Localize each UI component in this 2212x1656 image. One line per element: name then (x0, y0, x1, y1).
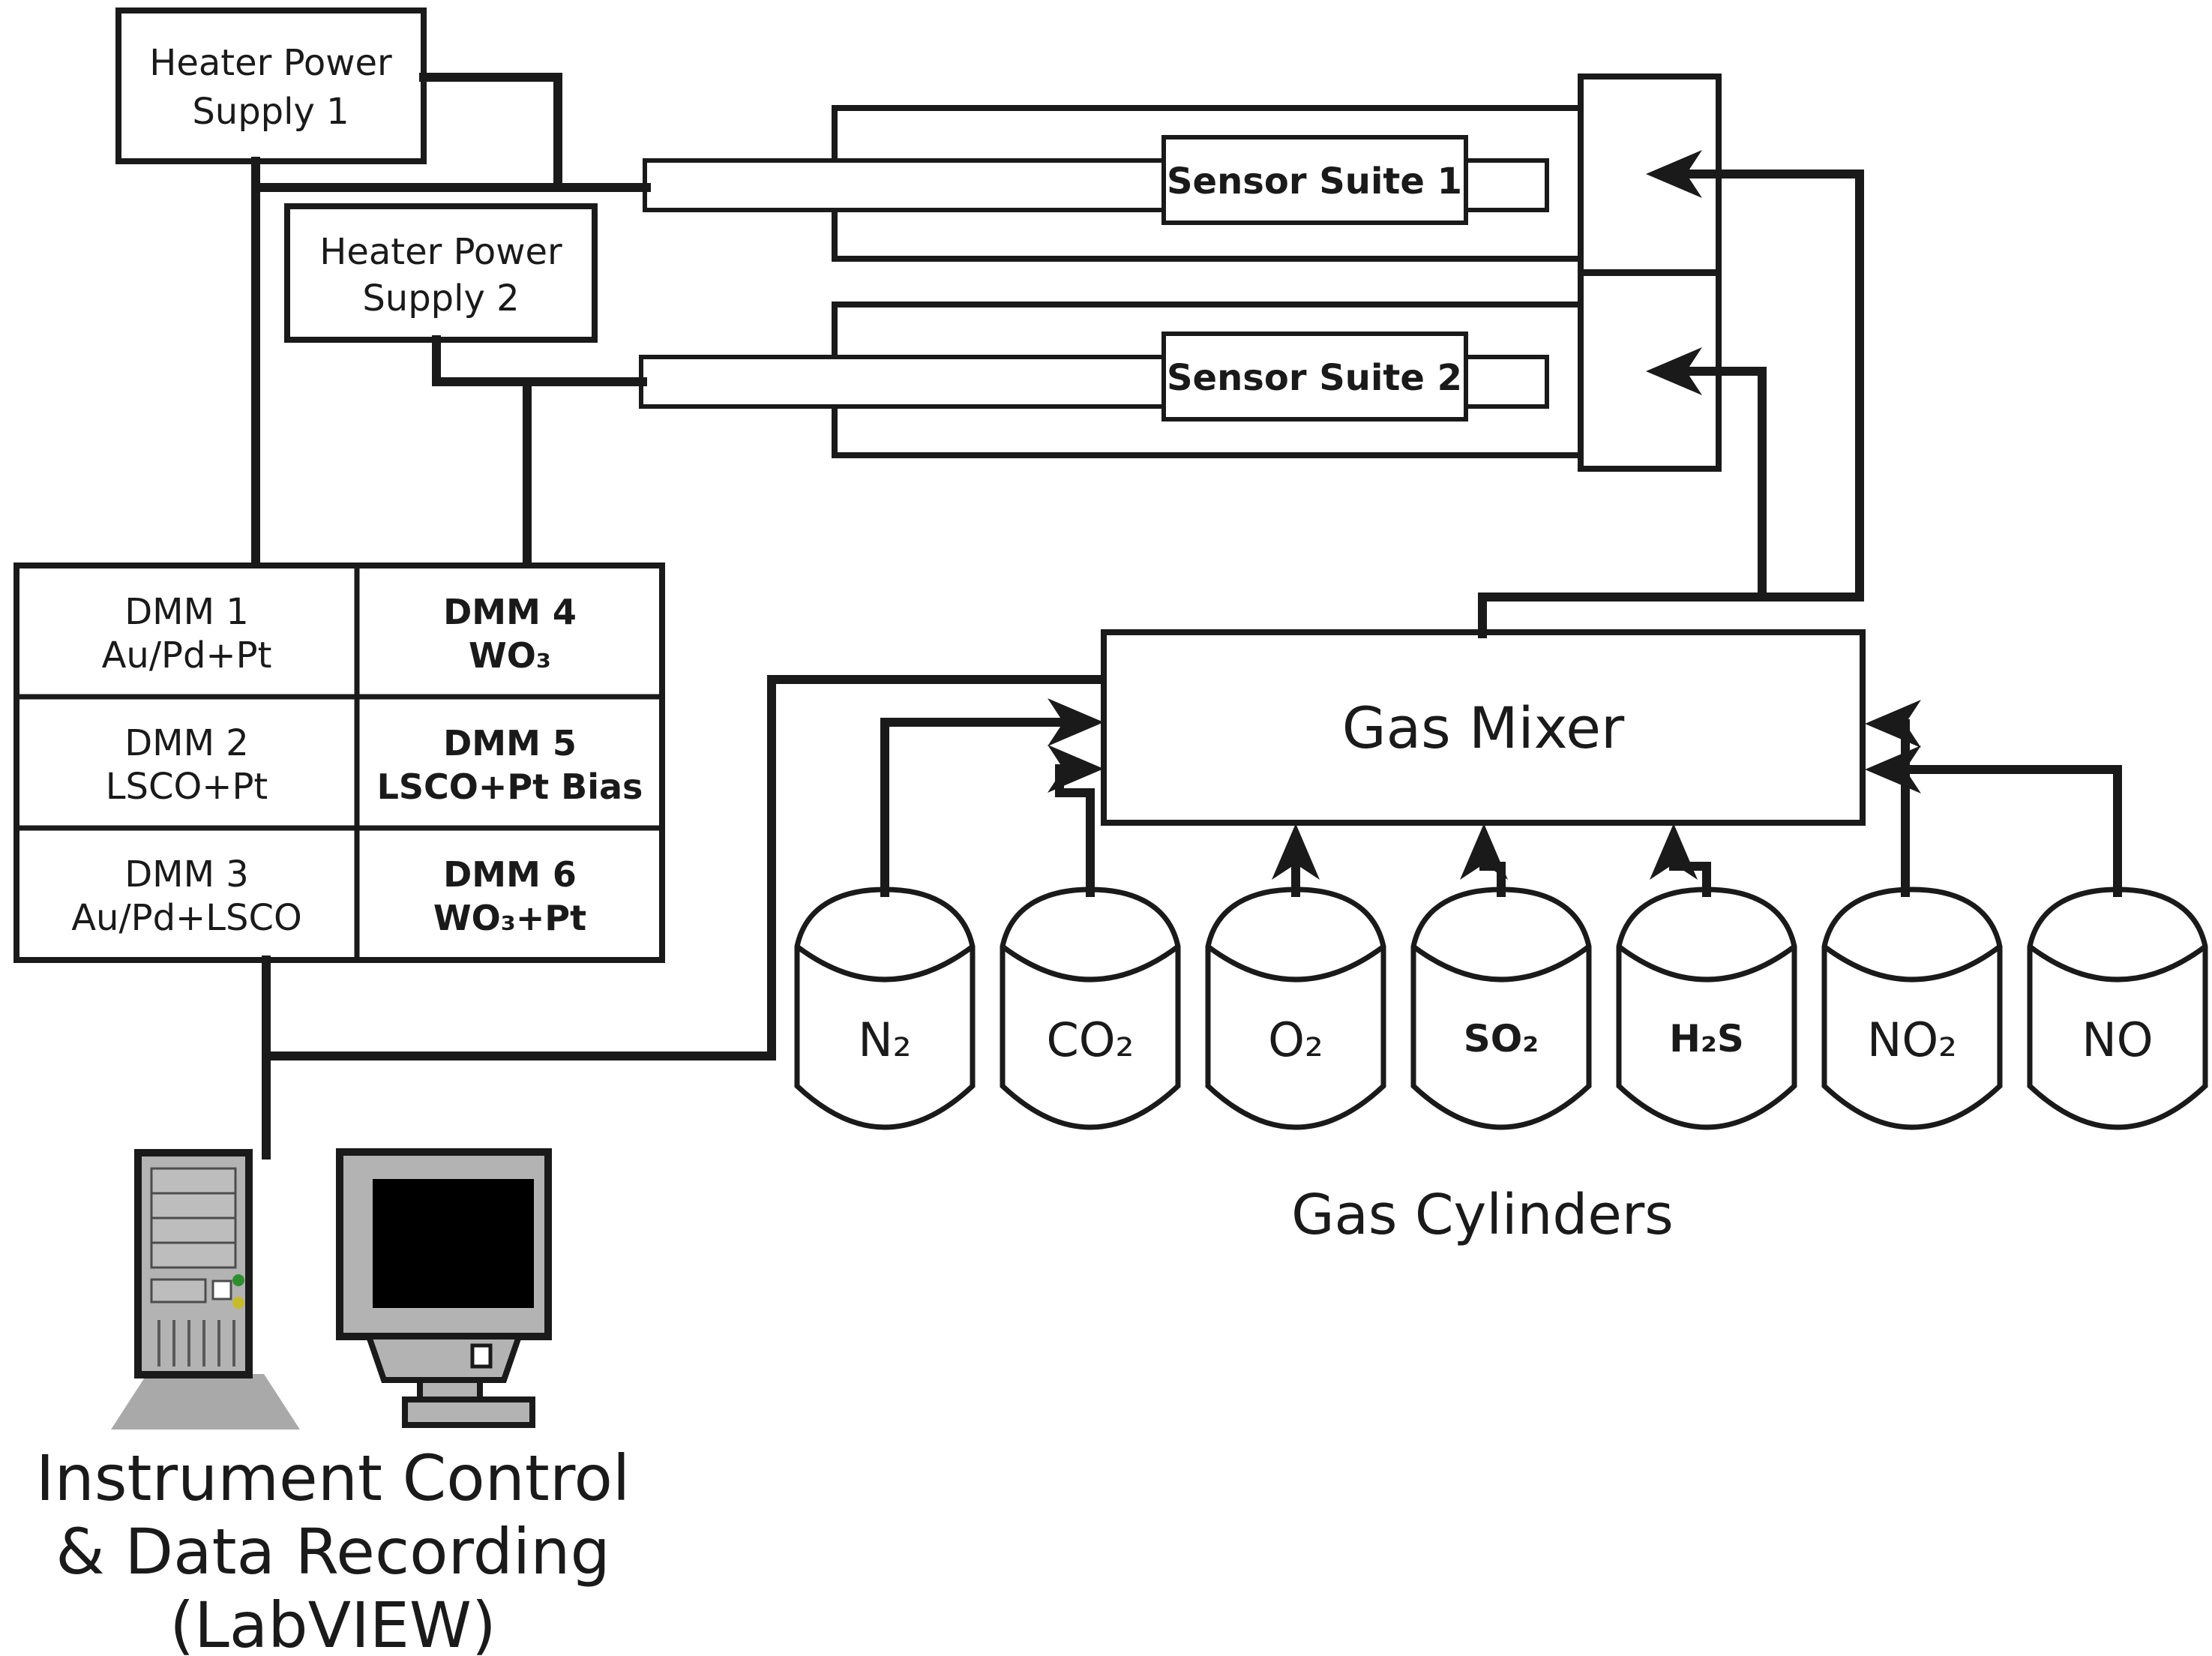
gas-cylinders-caption: Gas Cylinders (1291, 1183, 1674, 1247)
heater-power-supply-1-label-line1: Heater Power (149, 42, 392, 84)
gas-cylinders-group: N₂ CO₂ O₂ SO₂ H₂S NO₂ (794, 886, 2208, 1247)
heater-power-supply-2-box (284, 203, 598, 343)
heater-power-supply-1: Heater Power Supply 1 (115, 8, 427, 164)
gas-mixer: Gas Mixer (1101, 629, 1866, 826)
gas-cylinder-n2-label: N₂ (858, 1012, 911, 1067)
computer-caption-line1: Instrument Control (36, 1442, 631, 1515)
computer-caption-line2: & Data Recording (55, 1515, 610, 1588)
crt-neck (364, 1334, 523, 1383)
sensor-suite-2-label-box (1161, 332, 1468, 422)
dmm-cell-4-line1: DMM 4 (443, 592, 577, 632)
gas-mixer-box (1101, 629, 1866, 826)
dmm-cell-1: DMM 1 Au/Pd+Pt (102, 591, 272, 676)
gas-cylinder-o2: O₂ (1205, 886, 1386, 1130)
wire-hps1-heater-out (419, 73, 562, 192)
sensor-suite-1-assembly: Sensor Suite 1 (643, 74, 1722, 275)
gas-cylinder-h2s-label: H₂S (1669, 1017, 1744, 1060)
heater-power-supply-1-label-line2: Supply 1 (192, 91, 349, 133)
arrow-o2-into-mixer-icon (1272, 824, 1320, 880)
gas-cylinder-no2: NO₂ (1821, 886, 2003, 1130)
dmm-cell-4: DMM 4 WO₃ (443, 592, 577, 676)
gas-line-mixer-to-suite1 (1478, 170, 1864, 638)
sensor-suite-1-label-box (1161, 135, 1468, 225)
arrow-no-into-mixer-icon (1865, 746, 1921, 794)
crt-screen (373, 1179, 534, 1308)
dmm-cell-3-line1: DMM 3 (124, 854, 249, 896)
computer-group: Instrument Control & Data Recording (Lab… (36, 1148, 631, 1656)
dmm-cell-1-line1: DMM 1 (124, 591, 249, 633)
dmm-table: DMM 1 Au/Pd+Pt DMM 4 WO₃ DMM 2 LSCO+Pt D… (13, 562, 665, 963)
wiring (251, 73, 2122, 1160)
dmm-cell-2-line1: DMM 2 (124, 722, 249, 764)
arrow-so2-into-mixer-icon (1460, 824, 1508, 880)
computer-tower-base (111, 1374, 300, 1430)
arrow-no2-into-mixer-icon (1865, 700, 1921, 748)
dmm-cell-1-line2: Au/Pd+Pt (102, 634, 272, 676)
heater-power-supply-1-box (115, 8, 427, 164)
gas-cylinder-o2-label: O₂ (1268, 1012, 1323, 1067)
computer-power-button (211, 1280, 232, 1300)
monitor-power-button (470, 1343, 493, 1369)
gas-mixer-label: Gas Mixer (1342, 694, 1625, 761)
gas-line-co2 (1055, 764, 1095, 897)
heater-power-supply-2-label-line1: Heater Power (319, 231, 562, 273)
gas-cylinder-co2: CO₂ (1000, 886, 1181, 1130)
gas-cylinder-n2: N₂ (794, 886, 976, 1130)
disk-led-icon (232, 1297, 244, 1309)
gas-cylinder-so2-label: SO₂ (1464, 1017, 1539, 1060)
gas-cylinder-co2-label: CO₂ (1047, 1012, 1134, 1067)
dmm-table-outline (13, 562, 665, 963)
dmm-cell-6-line2: WO₃+Pt (433, 898, 586, 938)
dmm-cell-2-line2: LSCO+Pt (106, 766, 268, 808)
gas-cylinder-no2-label: NO₂ (1867, 1012, 1957, 1067)
gas-cylinder-so2: SO₂ (1410, 886, 1592, 1130)
computer-tower-drive-bay-2 (150, 1192, 237, 1220)
dmm-cell-6: DMM 6 WO₃+Pt (433, 854, 586, 938)
power-led-icon (232, 1274, 244, 1286)
wire-hps2-to-rod2 (432, 335, 647, 386)
arrow-co2-into-mixer-icon (1048, 745, 1104, 793)
gas-line-n2 (880, 718, 1072, 897)
heater-power-supply-2: Heater Power Supply 2 (284, 203, 598, 343)
computer-tower-drive-bay-3 (150, 1216, 237, 1244)
computer-tower-drive-bay-4 (150, 1241, 237, 1269)
dmm-cell-2: DMM 2 LSCO+Pt (106, 722, 268, 808)
arrow-into-suite2-icon (1646, 347, 1702, 395)
dmm-cell-6-line1: DMM 6 (443, 854, 577, 895)
heater-power-supply-2-label-line2: Supply 2 (362, 278, 519, 320)
computer-tower-floppy-slot (150, 1278, 207, 1304)
gas-cylinder-no-label: NO (2082, 1012, 2153, 1067)
crt-stand-base (402, 1396, 535, 1428)
computer-tower-drive-bay-1 (150, 1167, 237, 1195)
dmm-cell-5-line1: DMM 5 (443, 723, 577, 764)
gas-cylinder-no: NO (2027, 886, 2208, 1130)
dmm-cell-3-line2: Au/Pd+LSCO (71, 897, 302, 939)
sensor-suite-1-label: Sensor Suite 1 (1167, 160, 1462, 202)
arrowheads (1048, 150, 1921, 880)
gas-cylinder-h2s: H₂S (1616, 886, 1797, 1130)
dmm-cell-5: DMM 5 LSCO+Pt Bias (377, 723, 643, 807)
arrow-h2s-into-mixer-icon (1650, 824, 1698, 880)
dmm-cell-4-line2: WO₃ (469, 635, 551, 676)
sensor-suite-2-label: Sensor Suite 2 (1167, 357, 1462, 399)
wire-dmm-to-mixer (262, 675, 1105, 1060)
arrow-into-suite1-icon (1646, 150, 1702, 198)
sensor-suite-2-assembly: Sensor Suite 2 (639, 270, 1722, 472)
arrow-n2-into-mixer-icon (1048, 698, 1104, 746)
dmm-cell-3: DMM 3 Au/Pd+LSCO (71, 854, 302, 939)
gas-line-mixer-to-suite2 (1682, 367, 1767, 602)
computer-caption-line3: (LabVIEW) (169, 1588, 496, 1656)
dmm-cell-5-line2: LSCO+Pt Bias (377, 766, 643, 807)
gas-line-no (1900, 765, 2122, 897)
